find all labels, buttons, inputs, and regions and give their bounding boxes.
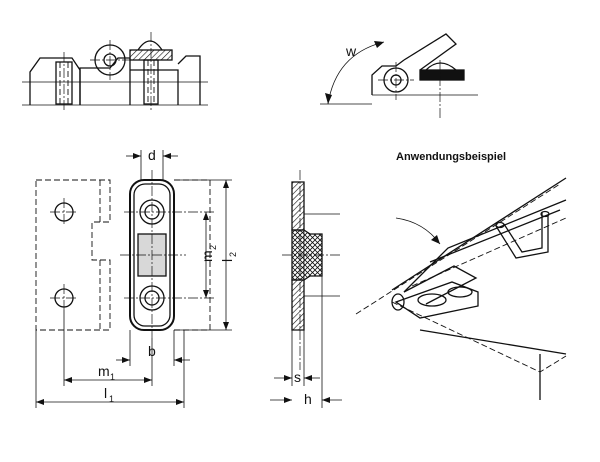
- angle-view: w: [320, 33, 478, 118]
- dim-m1-subscript: 1: [110, 372, 115, 382]
- angle-label: w: [345, 43, 357, 59]
- dim-m2-subscript: 2: [208, 245, 218, 250]
- application-illustration: [355, 177, 567, 400]
- dim-b: b: [116, 330, 190, 366]
- side-view: [282, 170, 340, 370]
- dim-m2-label: m: [199, 250, 215, 262]
- front-view: [35, 170, 216, 338]
- dim-h-label: h: [304, 391, 312, 407]
- dim-d-label: d: [148, 147, 156, 163]
- dim-m1: m 1: [63, 310, 153, 386]
- mounted-side-view: [22, 32, 208, 112]
- dim-m2: m 2: [199, 212, 218, 298]
- dim-d: d: [126, 147, 178, 180]
- dim-s-label: s: [294, 369, 301, 385]
- dim-l1-label: l: [104, 385, 107, 401]
- dim-l2-label: l: [219, 259, 235, 262]
- dim-l1: l 1: [35, 330, 185, 408]
- dim-m1-label: m: [98, 363, 110, 379]
- dim-h: h: [270, 276, 342, 408]
- dim-l2-subscript: 2: [228, 252, 238, 257]
- application-title: Anwendungsbeispiel: [396, 151, 506, 163]
- dim-l1-subscript: 1: [109, 394, 114, 404]
- dim-s: s: [274, 330, 320, 386]
